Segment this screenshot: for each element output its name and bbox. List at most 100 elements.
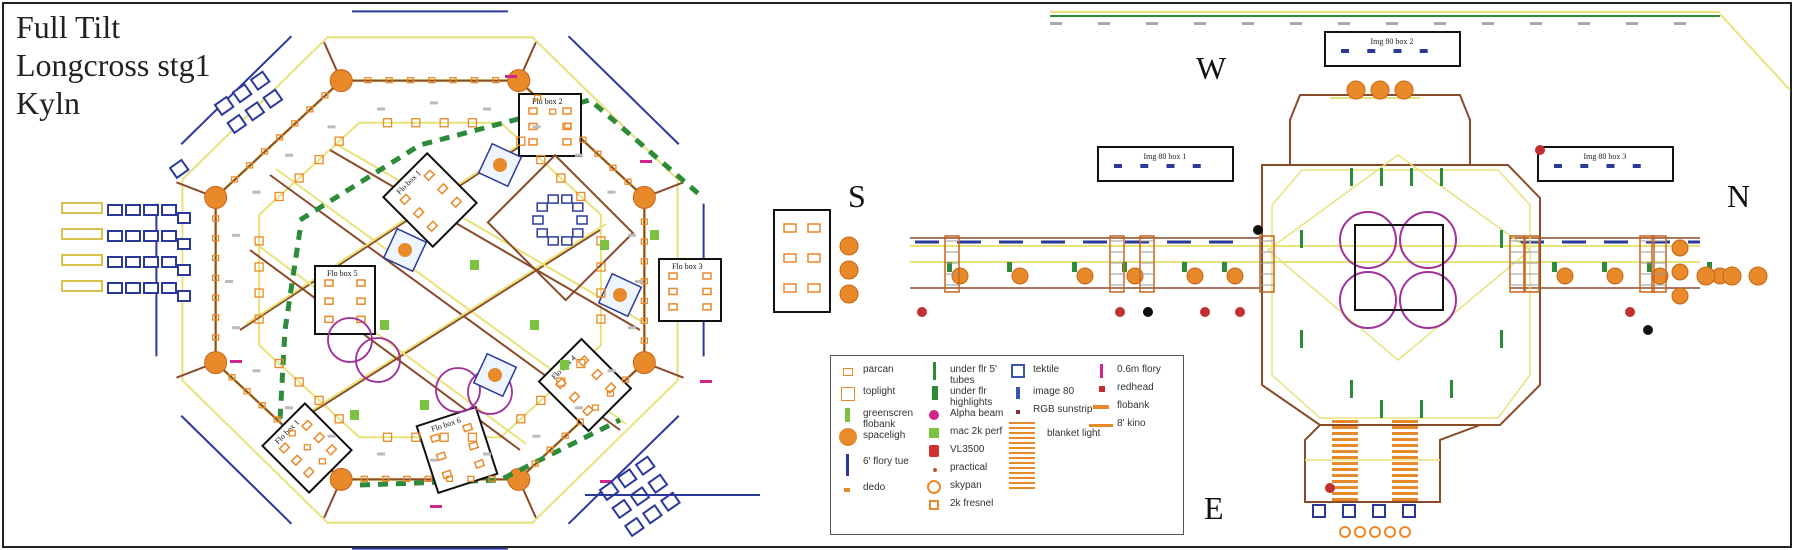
fixture-label-mark bbox=[231, 326, 240, 330]
toplight bbox=[334, 414, 344, 424]
tektile-stack-s-square bbox=[641, 504, 664, 525]
spacelight-north bbox=[1748, 266, 1768, 286]
spacelight-small bbox=[493, 158, 507, 172]
flo-box-6-frame bbox=[415, 405, 499, 495]
tektile-stack-s-square bbox=[611, 498, 633, 520]
tektile bbox=[536, 228, 548, 238]
tektile bbox=[572, 202, 584, 212]
underfloor-highlight bbox=[1222, 262, 1227, 272]
parcan bbox=[640, 297, 648, 305]
legend-label: parcan bbox=[863, 364, 894, 375]
legend-item-rgb: RGB sunstrip bbox=[1009, 404, 1103, 418]
spacelight-arm bbox=[951, 267, 969, 285]
toplight bbox=[556, 173, 566, 183]
img80-box-1-label: Img 80 box 1 bbox=[1144, 152, 1187, 161]
legend-label: 2k fresnel bbox=[950, 498, 994, 509]
mac-2k bbox=[560, 360, 569, 370]
image80-left bbox=[161, 256, 177, 268]
alpha-icon bbox=[926, 408, 944, 422]
tektile-stack-s-square bbox=[629, 485, 651, 507]
mac-icon bbox=[926, 426, 944, 440]
img80-box-1-image80 bbox=[1140, 164, 1149, 168]
flo-box-south-lamp bbox=[807, 253, 821, 263]
blanket-light-left bbox=[61, 254, 103, 266]
legend-item-spacelight: spaceligh bbox=[839, 428, 933, 446]
flo-box-3-lamp bbox=[702, 303, 712, 311]
spacelight-north bbox=[1722, 266, 1742, 286]
spacelight-arm bbox=[1011, 267, 1029, 285]
legend-label: VL3500 bbox=[950, 444, 985, 455]
parcan bbox=[594, 150, 602, 157]
fixture-label-mark bbox=[635, 280, 643, 283]
image80-left bbox=[177, 238, 191, 250]
tektile-stack-nw-square bbox=[249, 70, 271, 91]
inner-beam bbox=[329, 149, 641, 331]
flo-box-5-lamp bbox=[324, 297, 334, 305]
image80-left bbox=[125, 230, 141, 242]
tektile-bottom bbox=[1372, 504, 1386, 518]
legend-label: image 80 bbox=[1033, 386, 1075, 397]
img80-box-1-image80 bbox=[1166, 164, 1175, 168]
parcan bbox=[318, 458, 327, 465]
parcan bbox=[212, 314, 220, 321]
tektile-bottom bbox=[1342, 504, 1356, 518]
legend-label: practical bbox=[950, 462, 988, 473]
parcan bbox=[579, 136, 587, 143]
legend-item-greenbar: greenscren flobank bbox=[839, 408, 933, 430]
top-rail-label bbox=[1098, 22, 1110, 25]
toplight bbox=[274, 191, 284, 202]
title-line-2: Longcross stg1 bbox=[16, 47, 211, 83]
mac-2k bbox=[420, 400, 429, 410]
vl3500-marker bbox=[1625, 307, 1635, 317]
rgb-icon bbox=[1009, 404, 1027, 418]
legend-label: tektile bbox=[1033, 364, 1060, 375]
parcan bbox=[364, 77, 372, 84]
toplight bbox=[536, 154, 546, 165]
img80-box-2-image80 bbox=[1419, 49, 1428, 53]
flo-box-1-lamp bbox=[423, 169, 436, 182]
blanket-light bbox=[1392, 426, 1418, 429]
tektile-stack-s-square bbox=[659, 491, 682, 513]
flo-box-1b: Flo box 1 bbox=[261, 402, 353, 494]
blanket-light bbox=[1392, 498, 1418, 501]
top-rail-label bbox=[1146, 22, 1158, 25]
blanket-light bbox=[1332, 438, 1358, 441]
flo-box-1b-lamp bbox=[300, 419, 314, 432]
flo-box-5-lamp bbox=[324, 315, 334, 324]
fixture-label-mark bbox=[376, 107, 385, 111]
spacelight bbox=[204, 351, 228, 375]
cross-octagon bbox=[1261, 164, 1541, 426]
img80-box-2-image80 bbox=[1367, 49, 1376, 53]
flo-box-5-lamp bbox=[356, 279, 366, 287]
parcan bbox=[381, 475, 390, 482]
fixture-label-mark bbox=[430, 101, 438, 105]
parcan bbox=[321, 92, 329, 99]
legend-label: 8' kino bbox=[1117, 418, 1146, 429]
fixture-label-mark bbox=[252, 190, 261, 194]
compass-east: E bbox=[1204, 490, 1224, 526]
vl3500-marker bbox=[1235, 307, 1245, 317]
mac-2k bbox=[380, 320, 389, 330]
practical-icon bbox=[926, 462, 944, 476]
toplight bbox=[439, 118, 449, 128]
flo-box-4-lamp bbox=[591, 368, 604, 381]
greenbar-icon bbox=[839, 408, 857, 422]
truss-crossbar bbox=[1259, 235, 1275, 293]
legend-item-mac: mac 2k perf bbox=[926, 426, 1020, 440]
parcan bbox=[212, 235, 220, 242]
spacelight bbox=[632, 351, 656, 375]
toplight bbox=[536, 395, 546, 406]
spacelight-small bbox=[613, 288, 627, 302]
bluebar-icon bbox=[839, 454, 857, 476]
alpha-beam-ring bbox=[327, 317, 373, 363]
toplight bbox=[254, 262, 264, 272]
flo-box-2-lamp bbox=[528, 107, 538, 115]
parcan bbox=[258, 402, 266, 409]
inner-truss bbox=[335, 143, 647, 325]
toplight bbox=[382, 432, 393, 442]
spacelight-small bbox=[398, 243, 412, 257]
spacelight bbox=[507, 69, 531, 93]
fixture-label-mark bbox=[285, 406, 294, 410]
